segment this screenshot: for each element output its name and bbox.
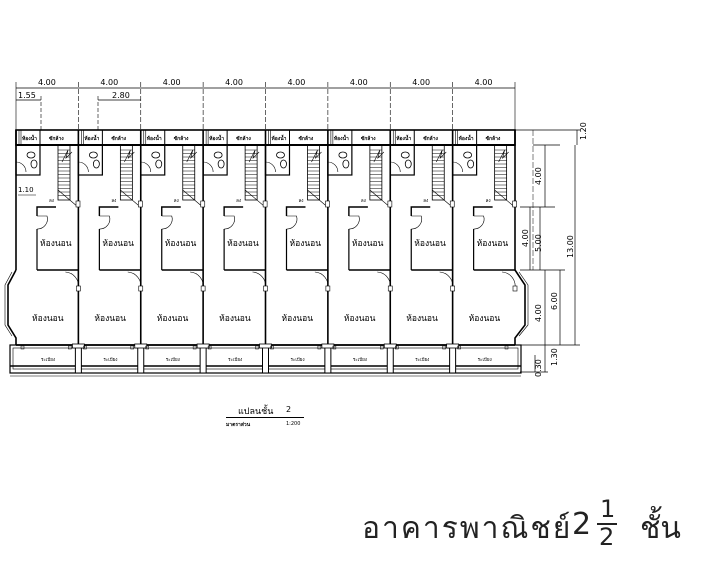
room-label-bedroom: ห้องนอน: [40, 238, 72, 249]
dim-balcony-depth: 1.30: [550, 348, 559, 366]
dim-unit-width: 4.00: [225, 78, 243, 87]
room-label-balcony: ระเบียง: [228, 357, 242, 363]
room-label-laundry: ซักล้าง: [423, 135, 438, 142]
room-label-laundry: ซักล้าง: [361, 135, 376, 142]
stair-down-label: ลง: [423, 199, 428, 204]
dim-bedroom-span: 5.00: [534, 234, 543, 252]
dim-stair-zone: 4.00: [534, 167, 543, 185]
floor-number: 2: [286, 405, 292, 414]
dim-total-depth: 13.00: [566, 235, 575, 258]
room-label-bedroom: ห้องนอน: [414, 238, 446, 249]
dim-bay-window: 4.00: [534, 304, 543, 322]
room-label-laundry: ซักล้าง: [299, 135, 314, 142]
stair-down-label: ลง: [49, 199, 54, 204]
room-label-balcony: ระเบียง: [41, 357, 55, 363]
dim-unit-width: 4.00: [38, 78, 56, 87]
stair-down-label: ลง: [111, 199, 116, 204]
room-label-balcony: ระเบียง: [103, 357, 117, 363]
room-label-bedroom: ห้องนอน: [165, 238, 197, 249]
dim-bath-width: 1.55: [18, 91, 36, 100]
room-label-bedroom: ห้องนอน: [102, 238, 134, 249]
room-label-bedroom: ห้องนอน: [406, 313, 438, 324]
room-label-laundry: ซักล้าง: [174, 135, 189, 142]
dim-unit-width: 4.00: [288, 78, 306, 87]
stair-down-label: ลง: [236, 199, 241, 204]
dim-stair-width: 2.80: [112, 91, 130, 100]
room-label-bedroom: ห้องนอน: [469, 313, 501, 324]
stair-down-label: ลง: [299, 199, 304, 204]
room-label-bedroom: ห้องนอน: [227, 238, 259, 249]
room-label-balcony: ระเบียง: [353, 357, 367, 363]
dim-balcony-rail: 0.30: [534, 359, 543, 377]
stair-down-label: ลง: [361, 199, 366, 204]
room-label-laundry: ซักล้าง: [486, 135, 501, 142]
floors-word: ชั้น: [640, 511, 681, 546]
room-label-balcony: ระเบียง: [415, 357, 429, 363]
dim-corridor-width: 1.10: [18, 186, 34, 194]
room-label-bathroom: ห้องน้ำ: [147, 133, 162, 142]
room-label-bathroom: ห้องน้ำ: [459, 133, 474, 142]
stair-down-label: ลง: [174, 199, 179, 204]
room-label-bedroom: ห้องนอน: [352, 238, 384, 249]
dim-unit-width: 4.00: [475, 78, 493, 87]
dim-unit-width: 4.00: [163, 78, 181, 87]
dim-unit-width: 4.00: [350, 78, 368, 87]
fraction-bar: [597, 523, 617, 525]
dim-rear-span: 6.00: [550, 292, 559, 310]
title-underline: [226, 417, 304, 418]
room-label-balcony: ระเบียง: [478, 357, 492, 363]
plan-label: แปลนชั้น: [238, 407, 274, 417]
room-label-bedroom: ห้องนอน: [94, 313, 126, 324]
room-label-bathroom: ห้องน้ำ: [272, 133, 287, 142]
stair-down-label: ลง: [486, 199, 491, 204]
room-label-bathroom: ห้องน้ำ: [334, 133, 349, 142]
dim-front-bedroom: 4.00: [521, 229, 530, 247]
fraction-numerator: 1: [600, 495, 616, 523]
scale-label: มาตราส่วน: [226, 422, 251, 428]
room-label-bathroom: ห้องน้ำ: [209, 133, 224, 142]
room-label-laundry: ซักล้าง: [49, 135, 64, 142]
dim-unit-width: 4.00: [100, 78, 118, 87]
room-label-balcony: ระเบียง: [291, 357, 305, 363]
room-label-bathroom: ห้องน้ำ: [84, 133, 99, 142]
room-label-laundry: ซักล้าง: [236, 135, 251, 142]
room-label-bedroom: ห้องนอน: [282, 313, 314, 324]
scale-value: 1:200: [286, 421, 301, 427]
room-label-bedroom: ห้องนอน: [344, 313, 376, 324]
main-title: อาคารพาณิชย์: [362, 511, 573, 546]
room-label-balcony: ระเบียง: [166, 357, 180, 363]
room-label-bathroom: ห้องน้ำ: [22, 133, 37, 142]
dim-top-strip: 1.20: [579, 122, 588, 140]
room-label-bedroom: ห้องนอน: [477, 238, 509, 249]
floors-fraction: 1 2: [582, 495, 622, 555]
room-label-bathroom: ห้องน้ำ: [396, 133, 411, 142]
fraction-denominator: 2: [599, 523, 615, 551]
room-label-bedroom: ห้องนอน: [32, 313, 64, 324]
room-label-bedroom: ห้องนอน: [219, 313, 251, 324]
room-label-bedroom: ห้องนอน: [290, 238, 322, 249]
floors-whole: 2: [572, 507, 592, 542]
dim-unit-width: 4.00: [412, 78, 430, 87]
room-label-laundry: ซักล้าง: [111, 135, 126, 142]
room-label-bedroom: ห้องนอน: [157, 313, 189, 324]
